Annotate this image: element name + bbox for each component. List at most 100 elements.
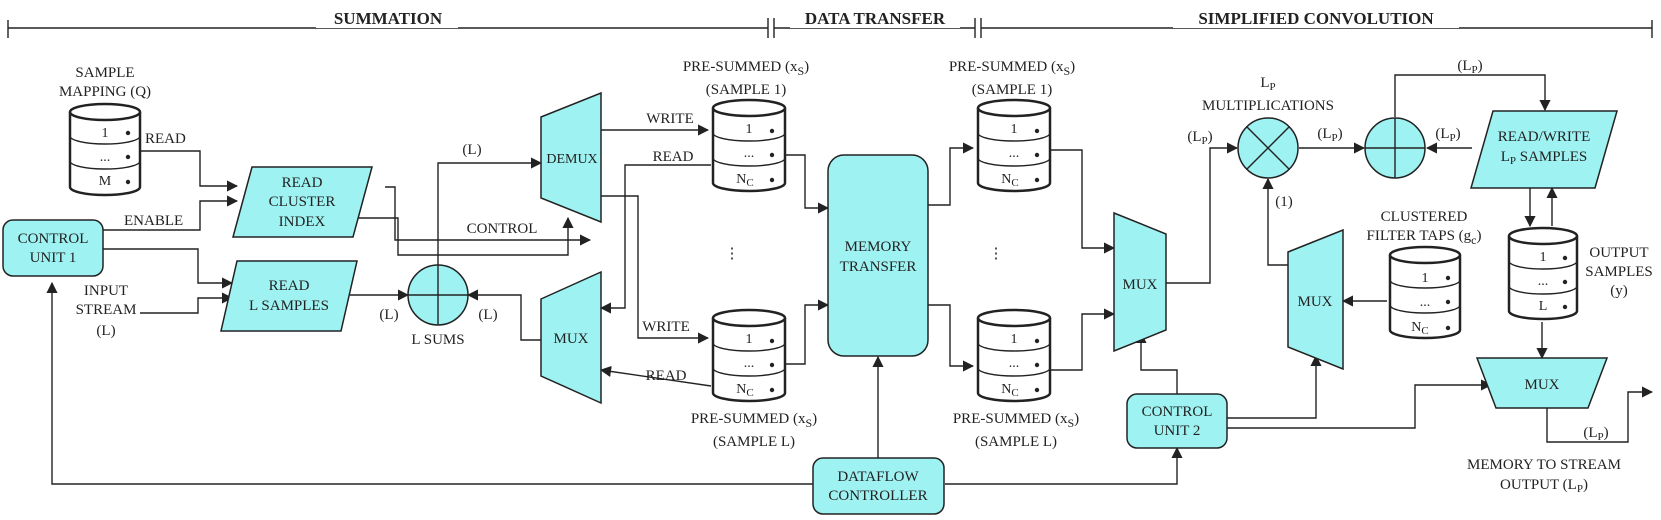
svg-text:READ/WRITE: READ/WRITE — [1498, 129, 1590, 145]
svg-text:1: 1 — [1011, 122, 1018, 137]
mux-center-block — [1113, 211, 1167, 353]
svg-text:MUX: MUX — [1297, 294, 1332, 310]
mux-filter-block — [1287, 228, 1344, 371]
read-l-samples-block — [220, 260, 358, 332]
memory-sample-mapping: 1 ... M — [68, 102, 142, 197]
svg-text:INDEX: INDEX — [279, 214, 326, 230]
svg-text:NC: NC — [736, 172, 753, 189]
sample-mapping-title: SAMPLE — [75, 65, 134, 81]
section-simplified-convolution: SIMPLIFIED CONVOLUTION — [1198, 9, 1434, 28]
svg-text:...: ... — [1538, 274, 1549, 289]
svg-text:...: ... — [100, 150, 111, 165]
lp-label-rw-out: (LP) — [1435, 126, 1460, 144]
lp-label-stream: (LP) — [1583, 425, 1608, 443]
control-unit-2 — [1126, 393, 1228, 449]
svg-text:MUX: MUX — [553, 331, 588, 347]
svg-text:NC: NC — [1001, 172, 1018, 189]
pre-summed-l-left-title: PRE-SUMMED (xS) — [691, 411, 817, 430]
l-sums-label: L SUMS — [411, 332, 464, 348]
mux-output-block — [1475, 357, 1609, 409]
memory-pre-summed-sample-1-right: 1 ... NC — [976, 98, 1052, 193]
svg-text:1: 1 — [746, 332, 753, 347]
section-data-transfer: DATA TRANSFER — [805, 9, 946, 28]
svg-text:MUX: MUX — [1122, 277, 1157, 293]
svg-text:CLUSTER: CLUSTER — [269, 194, 336, 210]
svg-text:(SAMPLE L): (SAMPLE L) — [713, 434, 795, 450]
svg-text:CONTROLLER: CONTROLLER — [828, 488, 927, 504]
svg-text:NC: NC — [1001, 382, 1018, 399]
memory-pre-summed-sample-l-right: 1 ... NC — [976, 308, 1052, 403]
svg-text:...: ... — [1420, 295, 1431, 310]
vdots-right: ⋮ — [989, 246, 1004, 262]
section-summation: SUMMATION — [334, 9, 443, 28]
memory-pre-summed-sample-1-left: 1 ... NC — [711, 98, 787, 193]
memory-pre-summed-sample-l-left: 1 ... NC — [711, 308, 787, 403]
svg-text:DATAFLOW: DATAFLOW — [837, 469, 919, 485]
svg-text:NC: NC — [1411, 320, 1428, 337]
l-label-sum-right: (L) — [478, 307, 497, 323]
mux-left-block — [540, 270, 602, 405]
svg-text:SAMPLES: SAMPLES — [1585, 264, 1653, 280]
svg-text:LP SAMPLES: LP SAMPLES — [1501, 149, 1588, 167]
read-label-bottom: READ — [646, 368, 687, 384]
svg-text:CONTROL: CONTROL — [1142, 404, 1213, 420]
svg-text:MAPPING (Q): MAPPING (Q) — [59, 84, 151, 100]
svg-text:TRANSFER: TRANSFER — [840, 259, 917, 275]
output-samples-title: OUTPUT — [1589, 245, 1648, 261]
pre-summed-1-right-title: PRE-SUMMED (xS) — [949, 59, 1075, 78]
svg-text:(SAMPLE 1): (SAMPLE 1) — [972, 82, 1052, 98]
svg-text:...: ... — [1009, 356, 1020, 371]
write-label-bottom: WRITE — [642, 319, 689, 335]
svg-text:1: 1 — [102, 126, 109, 141]
l-label-demux: (L) — [462, 142, 481, 158]
lp-label-feedback: (LP) — [1457, 58, 1482, 76]
svg-text:MULTIPLICATIONS: MULTIPLICATIONS — [1202, 98, 1334, 114]
write-label-top: WRITE — [646, 111, 693, 127]
svg-text:1: 1 — [746, 122, 753, 137]
lp-multiplications-label: LP — [1260, 75, 1275, 93]
svg-text:OUTPUT (LP): OUTPUT (LP) — [1500, 477, 1588, 495]
svg-text:...: ... — [744, 356, 755, 371]
vdots-left: ⋮ — [725, 246, 740, 262]
svg-text:M: M — [99, 174, 112, 189]
svg-text:READ: READ — [269, 278, 310, 294]
svg-text:(SAMPLE 1): (SAMPLE 1) — [706, 82, 786, 98]
read-write-lp-samples-block — [1470, 110, 1618, 189]
svg-text:...: ... — [1009, 146, 1020, 161]
svg-text:DEMUX: DEMUX — [546, 152, 597, 167]
svg-text:READ: READ — [282, 175, 323, 191]
svg-text:NC: NC — [736, 382, 753, 399]
lp-label-mux-out: (LP) — [1187, 129, 1212, 147]
memory-output-samples: 1 ... L — [1507, 226, 1579, 321]
svg-text:STREAM: STREAM — [76, 302, 137, 318]
svg-text:(y): (y) — [1610, 283, 1628, 299]
svg-text:(L): (L) — [96, 323, 115, 339]
svg-text:UNIT 1: UNIT 1 — [30, 250, 77, 266]
svg-text:L: L — [1539, 299, 1548, 314]
read-label-mapping: READ — [145, 131, 186, 147]
svg-text:1: 1 — [1011, 332, 1018, 347]
read-label-top: READ — [653, 149, 694, 165]
control-unit-1 — [2, 219, 104, 277]
input-stream-label: INPUT — [84, 283, 128, 299]
svg-text:MEMORY: MEMORY — [845, 239, 912, 255]
svg-text:1: 1 — [1422, 271, 1429, 286]
svg-text:...: ... — [744, 146, 755, 161]
enable-label: ENABLE — [124, 213, 183, 229]
memory-clustered-filter-taps: 1 ... NC — [1388, 245, 1462, 340]
one-label: (1) — [1275, 194, 1293, 210]
pre-summed-l-right-title: PRE-SUMMED (xS) — [953, 411, 1079, 430]
svg-text:1: 1 — [1540, 250, 1547, 265]
l-label-sum-left: (L) — [379, 307, 398, 323]
dataflow-controller-block — [812, 457, 945, 515]
memory-to-stream-label: MEMORY TO STREAM — [1467, 457, 1621, 473]
control-label: CONTROL — [467, 221, 538, 237]
demux-block — [540, 91, 602, 224]
svg-text:(SAMPLE L): (SAMPLE L) — [975, 434, 1057, 450]
memory-transfer-block — [827, 154, 929, 357]
read-cluster-index-block — [232, 166, 373, 238]
clustered-filter-taps-title: CLUSTERED — [1381, 209, 1468, 225]
svg-text:UNIT 2: UNIT 2 — [1154, 423, 1201, 439]
lp-label-mult-out: (LP) — [1317, 126, 1342, 144]
